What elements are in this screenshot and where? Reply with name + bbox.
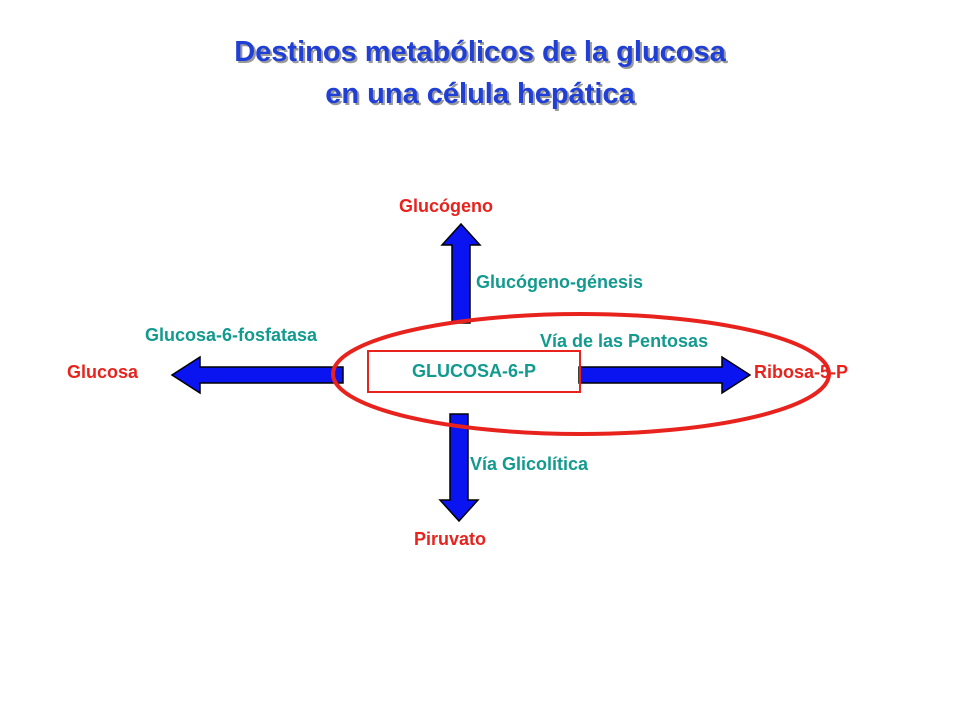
pathway-glycolysis: Vía Glicolítica (470, 454, 589, 474)
pathway-pentose: Vía de las Pentosas (540, 331, 709, 351)
title-line-1: Destinos metabólicos de la glucosa (234, 36, 726, 68)
product-pyruvate: Piruvato (414, 529, 487, 549)
pathway-glucose-6-phosphatase: Glucosa-6-fosfatasa (145, 325, 318, 345)
product-glucose: Glucosa (67, 362, 139, 382)
glucose-6-phosphate-box: GLUCOSA-6-P (367, 350, 581, 393)
arrow-up (440, 222, 482, 324)
product-glycogen: Glucógeno (399, 196, 493, 216)
product-ribose-5-phosphate: Ribosa-5-P (754, 362, 849, 382)
title-line-2: en una célula hepática (325, 78, 635, 110)
arrow-right (578, 355, 752, 395)
pathway-glycogenesis: Glucógeno-génesis (476, 272, 644, 292)
pentose-highlight-ellipse (331, 312, 831, 436)
arrow-left (170, 355, 344, 395)
